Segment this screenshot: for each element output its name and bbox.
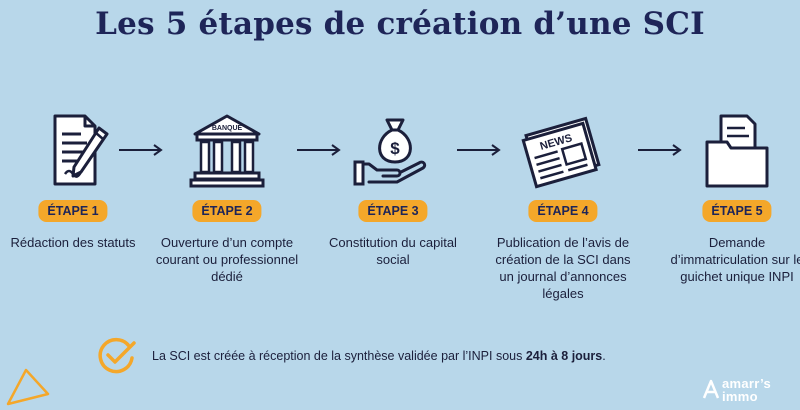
step-description: Rédaction des statuts	[10, 235, 136, 250]
step-badge: ÉTAPE 4	[528, 200, 598, 222]
logo-line-1: amarr’s	[722, 376, 772, 391]
note-end: .	[602, 349, 606, 363]
step-badge: ÉTAPE 3	[358, 200, 428, 222]
document-pen-icon	[0, 112, 148, 190]
note-text: La SCI est créée à réception de la synth…	[152, 349, 526, 363]
step-description: Demande d’immatriculation sur le guichet…	[670, 235, 800, 284]
step-badge: ÉTAPE 5	[702, 200, 772, 222]
arrow-right-icon	[638, 144, 682, 156]
check-circle-icon	[98, 337, 136, 374]
step-badge: ÉTAPE 1	[38, 200, 108, 222]
step-description: Publication de l’avis de création de la …	[495, 235, 631, 301]
arrow-right-icon	[119, 144, 163, 156]
arrow-right-icon	[297, 144, 341, 156]
note-duration: 24h à 8 jours	[525, 349, 603, 363]
step-description: Ouverture d’un compte courant ou profess…	[155, 235, 299, 284]
bank-label: BANQUE	[212, 125, 243, 132]
triangle-decoration-icon	[6, 368, 50, 406]
page-title: Les 5 étapes de création d’une SCI	[95, 6, 705, 42]
step-description: Constitution du capital social	[329, 235, 457, 267]
step-badge: ÉTAPE 2	[192, 200, 262, 222]
arrow-right-icon	[457, 144, 501, 156]
folder-document-icon	[662, 112, 800, 190]
logo-line-2: immo	[722, 389, 758, 404]
bank-icon: BANQUE	[152, 112, 302, 190]
money-bag-hand-icon: $	[318, 112, 468, 190]
newspaper-icon: NEWS	[488, 112, 638, 190]
brand-logo: amarr’s immo	[702, 376, 794, 406]
validation-note: La SCI est créée à réception de la synth…	[152, 349, 606, 363]
logo-mark-icon	[702, 379, 720, 399]
dollar-sign: $	[390, 139, 400, 158]
